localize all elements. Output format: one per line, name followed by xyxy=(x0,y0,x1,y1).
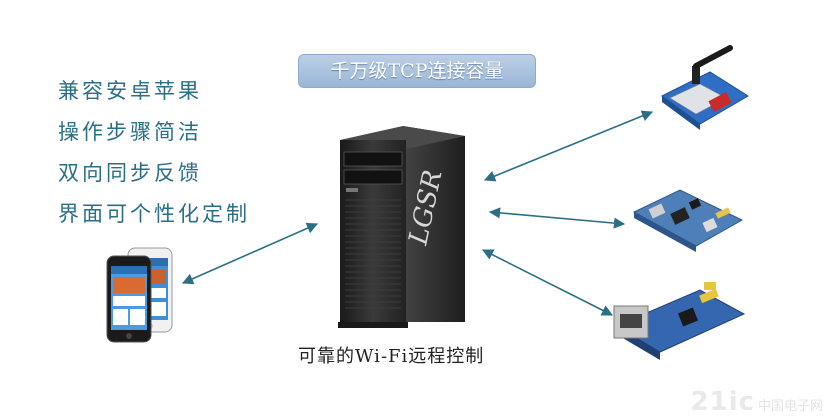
arrow-phone-server xyxy=(181,222,319,285)
feature-list: 兼容安卓苹果 操作步骤简洁 双向同步反馈 界面可个性化定制 xyxy=(58,76,250,240)
phone-icon xyxy=(106,247,173,343)
feature-item: 操作步骤简洁 xyxy=(58,120,202,144)
feature-item: 双向同步反馈 xyxy=(58,161,202,185)
arrow-server-ethernet xyxy=(481,249,614,316)
feature-item: 兼容安卓苹果 xyxy=(58,79,202,103)
server-tower-icon: LGSR xyxy=(338,126,465,328)
feature-item: 界面可个性化定制 xyxy=(58,202,250,226)
gsm-module-icon xyxy=(661,45,749,130)
diagram-caption: 可靠的Wi-Fi远程控制 xyxy=(298,346,485,367)
watermark-brand: 21ic xyxy=(690,387,755,417)
arrow-server-devboard xyxy=(488,207,626,229)
arrow-server-gsm xyxy=(483,110,654,182)
dev-board-icon xyxy=(632,189,744,252)
ethernet-module-icon xyxy=(613,282,746,360)
tcp-capacity-banner: 千万级TCP连接容量 xyxy=(298,54,536,88)
watermark-suffix: 中国电子网 xyxy=(757,399,823,414)
